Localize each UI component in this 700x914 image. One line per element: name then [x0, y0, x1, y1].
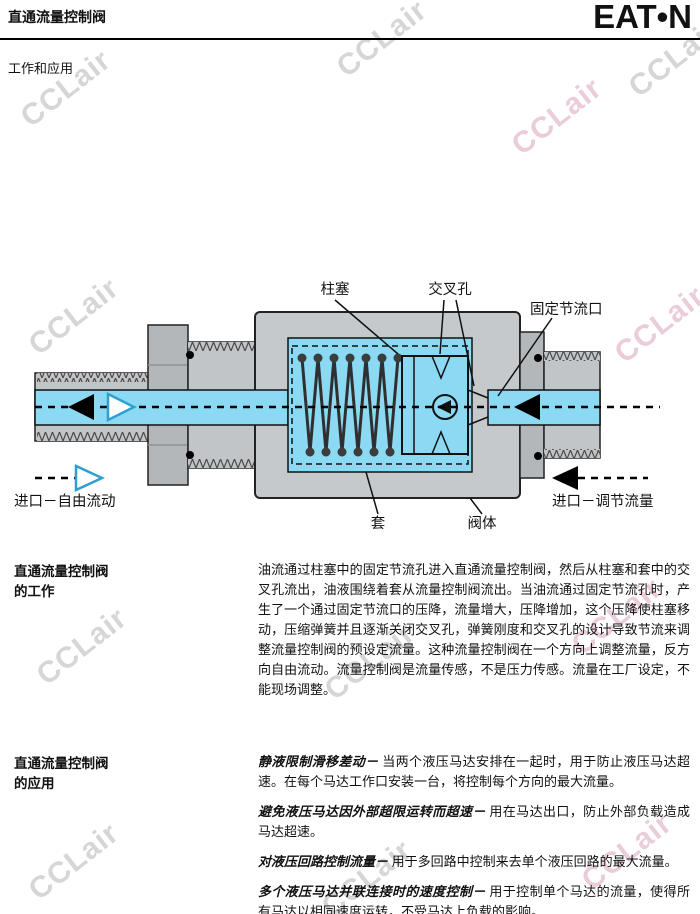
application-item-lead: 避免液压马达因外部超限运转而超速－ — [258, 804, 486, 819]
label-plunger: 柱塞 — [321, 280, 350, 298]
regulated-flow-arrow-icon — [68, 394, 94, 420]
section-label: 工作和应用 — [8, 61, 74, 76]
label-sleeve: 套 — [371, 515, 386, 532]
regulated-flow-arrow-icon — [552, 466, 578, 490]
label-inlet-regulated: 进口－调节流量 — [552, 493, 654, 510]
cross-hole-shape — [431, 430, 451, 455]
seal-dot — [186, 451, 194, 459]
operation-body: 油流通过柱塞中的固定节流孔进入直通流量控制阀，然后从柱塞和套中的交叉孔流出，油液… — [258, 562, 690, 697]
application-item-text: 当两个液压马达安排在一起时，用于防止液压马达超速。在每个马达工作口安装一台，将控… — [258, 754, 690, 789]
leader-lines — [334, 299, 553, 515]
free-flow-arrow-icon — [106, 391, 137, 423]
label-cross-holes: 交叉孔 — [428, 280, 472, 298]
application-item-text: 用在马达出口，防止外部负载造成马达超速。 — [258, 804, 690, 839]
application-item: 对液压回路控制流量－ 用于多回路中控制来去单个液压回路的最大流量。 — [258, 852, 690, 872]
seal-dot — [534, 354, 542, 362]
application-item: 静液限制滑移差动－ 当两个液压马达安排在一起时，用于防止液压马达超速。在每个马达… — [258, 752, 690, 792]
cross-hole-shape — [431, 355, 451, 380]
label-inlet-free: 进口－自由流动 — [14, 493, 116, 510]
application-item-text: 用于多回路中控制来去单个液压回路的最大流量。 — [391, 854, 678, 869]
header-rule — [0, 38, 700, 40]
application-item-text: 用于控制单个马达的流量，使得所有马达以相同速度运转，不受马达上负载的影响。 — [258, 884, 690, 914]
application-body: 静液限制滑移差动－ 当两个液压马达安排在一起时，用于防止液压马达超速。在每个马达… — [258, 752, 690, 914]
valve-diagram: 柱塞 交叉孔 固定节流口 套 阀体 进口－自由流动 进口－调节流量 — [0, 270, 700, 540]
application-item-lead: 对液压回路控制流量－ — [258, 854, 389, 869]
watermark: CCLair — [330, 0, 434, 84]
application-heading: 直通流量控制阀 的应用 — [14, 756, 109, 791]
label-fixed-orifice: 固定节流口 — [530, 301, 603, 318]
application-item: 避免液压马达因外部超限运转而超速－ 用在马达出口，防止外部负载造成马达超速。 — [258, 802, 690, 842]
operation-heading: 直通流量控制阀 的工作 — [14, 564, 109, 599]
application-item: 多个液压马达并联连接时的速度控制－ 用于控制单个马达的流量，使得所有马达以相同速… — [258, 882, 690, 914]
spring-shape — [297, 353, 403, 457]
application-item-lead: 静液限制滑移差动－ — [258, 754, 379, 769]
eaton-logo: EAT•N — [593, 0, 692, 35]
label-valve-body: 阀体 — [468, 515, 497, 532]
application-item-lead: 多个液压马达并联连接时的速度控制－ — [258, 884, 486, 899]
watermark: CCLair — [22, 816, 126, 907]
free-flow-arrow-icon — [74, 464, 105, 492]
watermark: CCLair — [505, 71, 609, 162]
seal-dot — [186, 351, 194, 359]
regulated-flow-arrow-icon — [514, 394, 540, 420]
watermark: CCLair — [30, 601, 134, 692]
seal-dot — [534, 452, 542, 460]
page-title: 直通流量控制阀 — [8, 9, 106, 25]
